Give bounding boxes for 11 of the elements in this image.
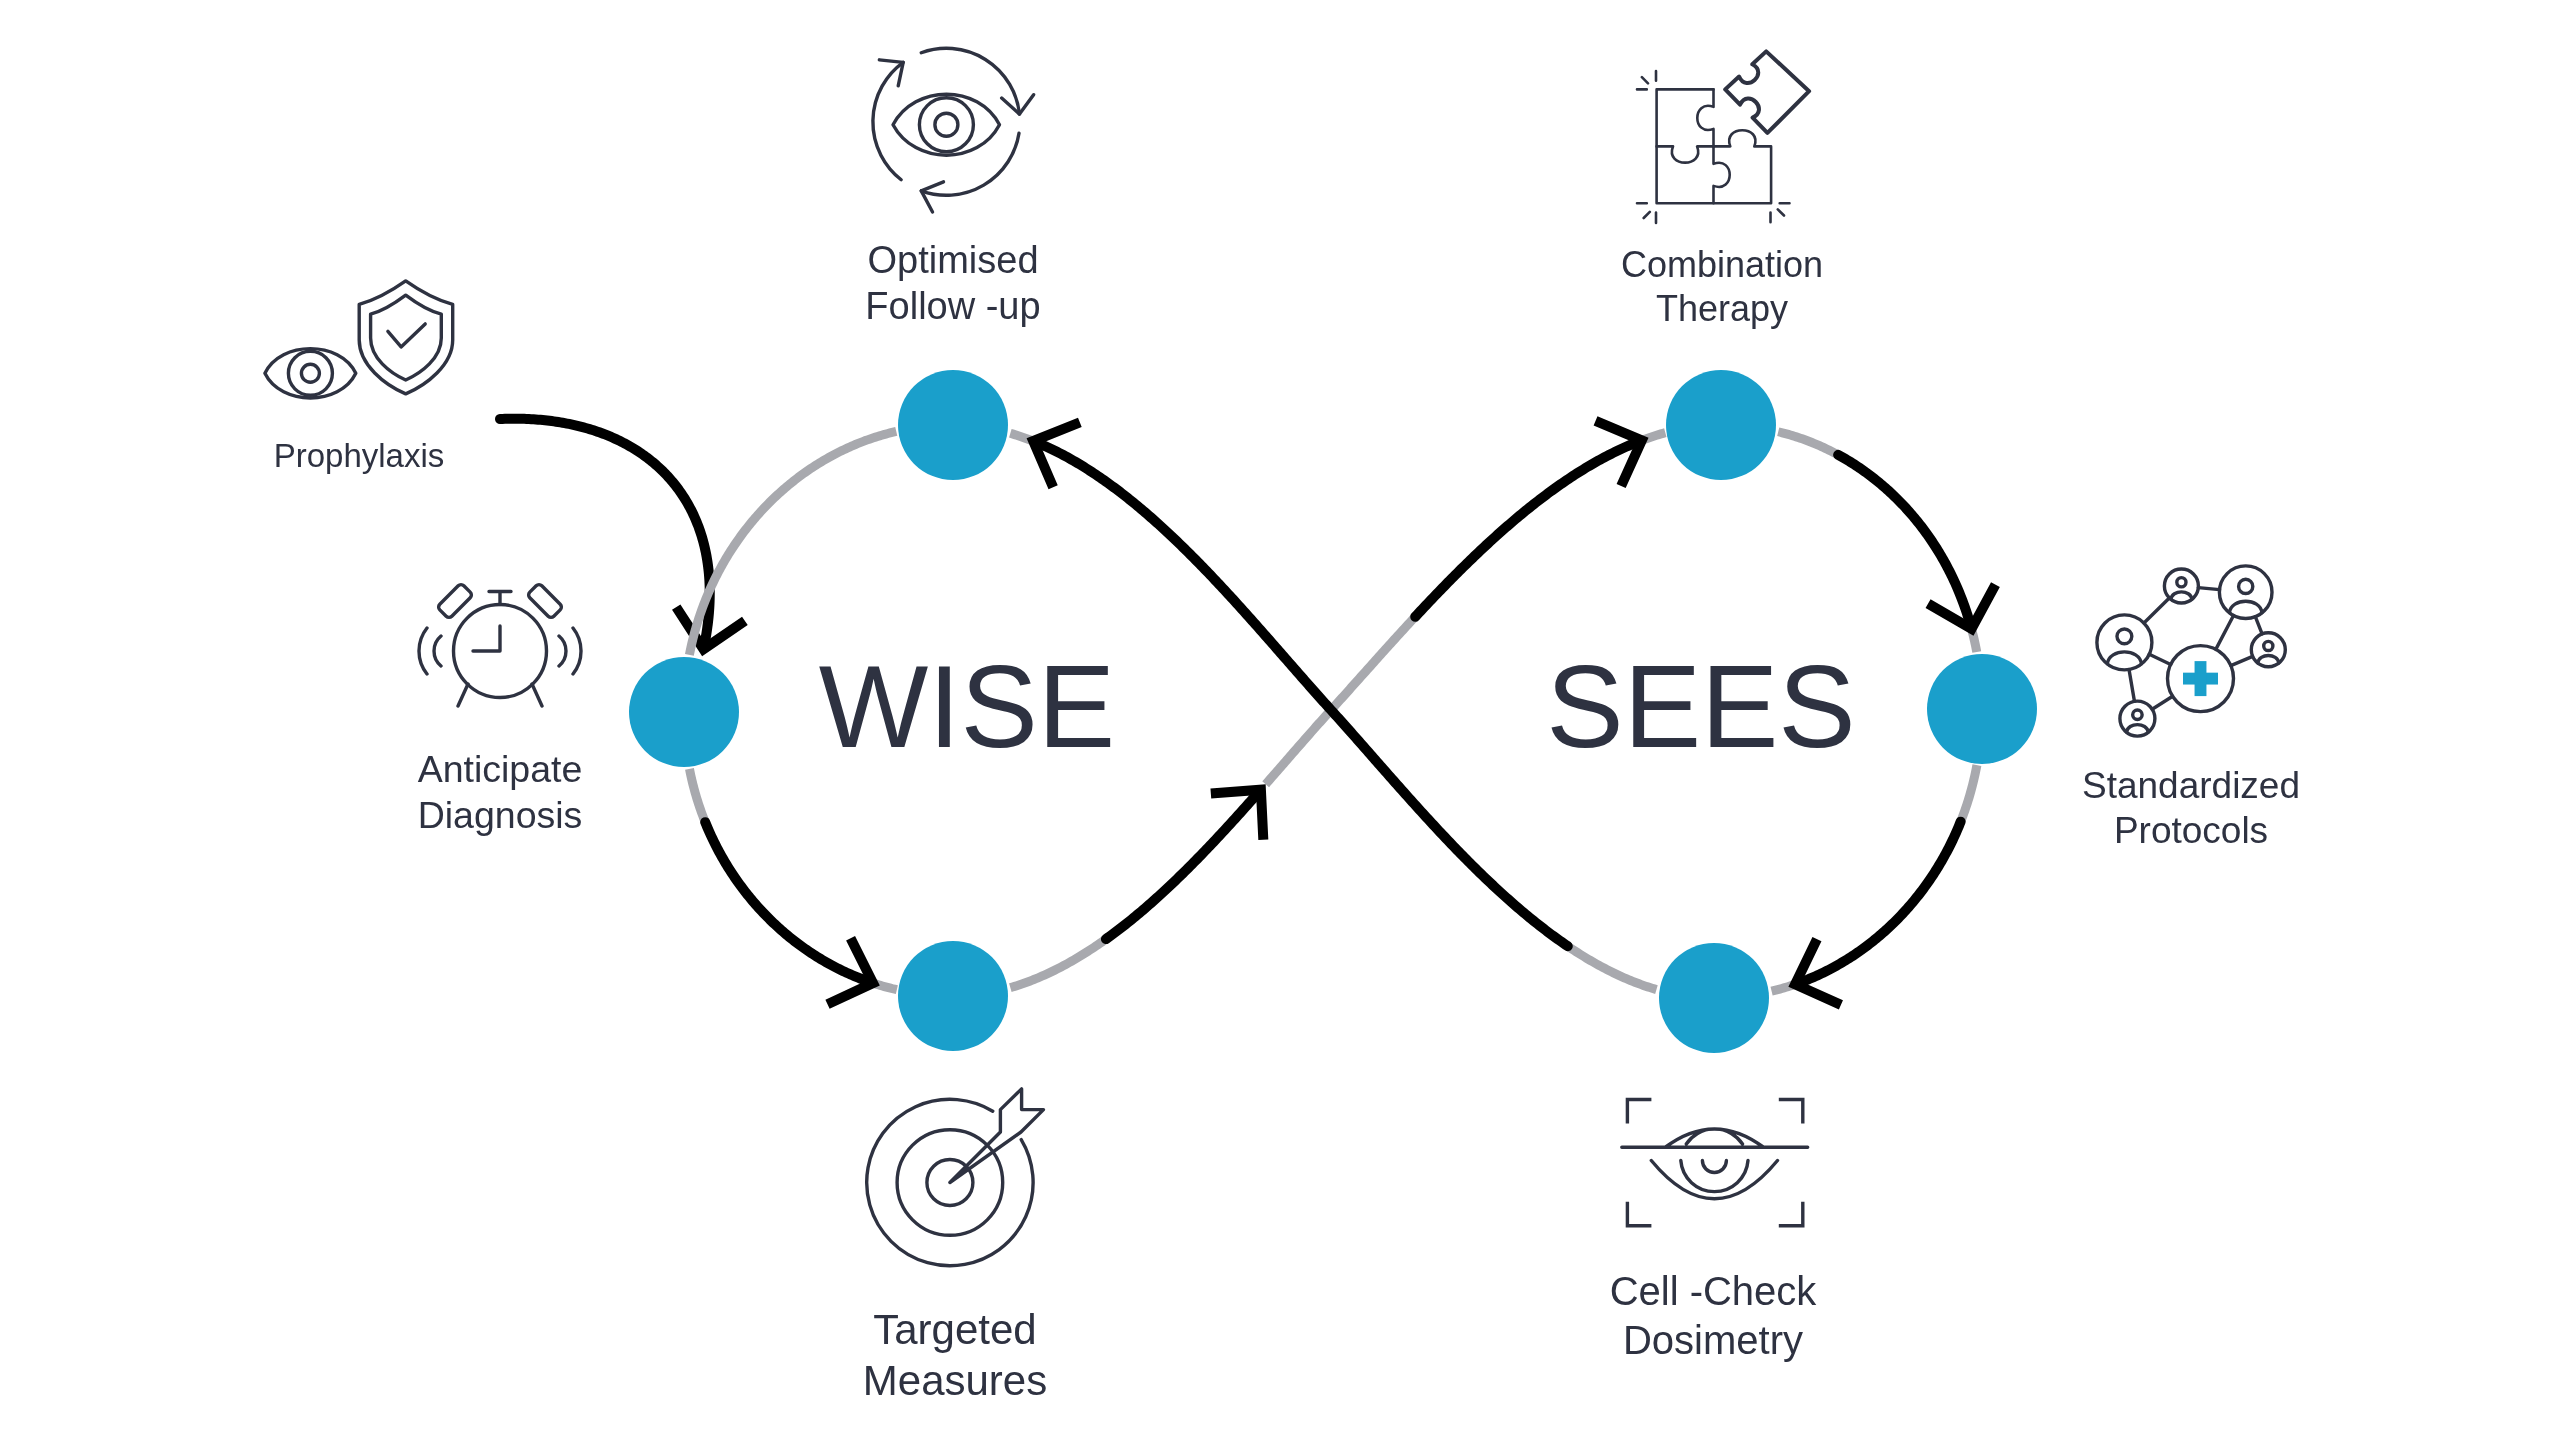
step-label: Standardized Protocols — [2080, 763, 2301, 853]
step-label: Targeted Measures — [861, 1304, 1049, 1406]
loop-title: WISE — [818, 649, 1116, 765]
step-label: Prophylaxis — [273, 436, 445, 476]
track-line — [685, 427, 899, 658]
arrow — [495, 413, 750, 655]
step-label: Cell -Check Dosimetry — [1608, 1268, 1818, 1364]
step-label: Anticipate Diagnosis — [416, 747, 584, 838]
loop-title: SEES — [1546, 649, 1856, 765]
step-label: Optimised Follow -up — [864, 237, 1042, 329]
step-label: Combination Therapy — [1619, 243, 1825, 331]
